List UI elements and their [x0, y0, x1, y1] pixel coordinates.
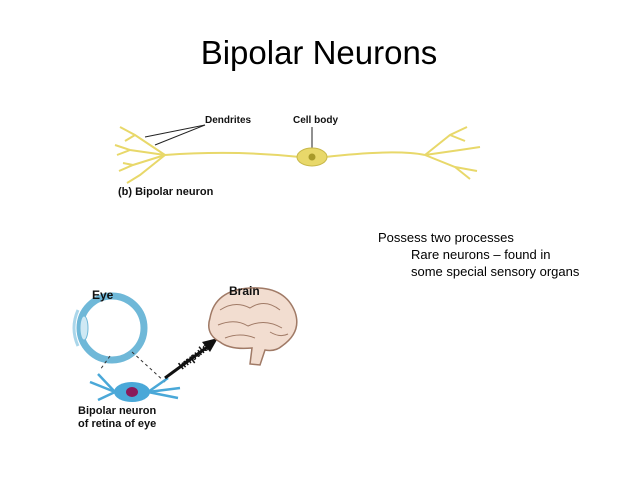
bullet-list: Possess two processes Rare neurons – fou…: [378, 229, 579, 280]
retina-caption-line1: Bipolar neuron: [78, 405, 157, 417]
retina-caption-line2: of retina of eye: [78, 418, 157, 430]
bullet-main: Possess two processes: [378, 230, 514, 245]
impulse-label: Impulse: [176, 337, 216, 372]
eye-icon: [72, 292, 148, 364]
slide-title: Bipolar Neurons: [200, 34, 438, 71]
dendrites-label: Dendrites: [205, 115, 252, 126]
bullet-sub-2: some special sensory organs: [411, 264, 580, 279]
retina-neuron-icon: [89, 373, 181, 402]
bipolar-neuron-illustration: [114, 124, 481, 184]
neuron-figure-caption: (b) Bipolar neuron: [118, 186, 214, 198]
eye-label: Eye: [92, 288, 114, 302]
brain-label: Brain: [229, 284, 260, 298]
bullet-sub-1: Rare neurons – found in: [411, 247, 551, 262]
cell-body-label: Cell body: [293, 115, 339, 126]
retina-neuron-caption: Bipolar neuron of retina of eye: [78, 405, 156, 431]
brain-icon: [208, 287, 298, 366]
retina-bipolar-illustration: Impulse: [72, 287, 298, 402]
